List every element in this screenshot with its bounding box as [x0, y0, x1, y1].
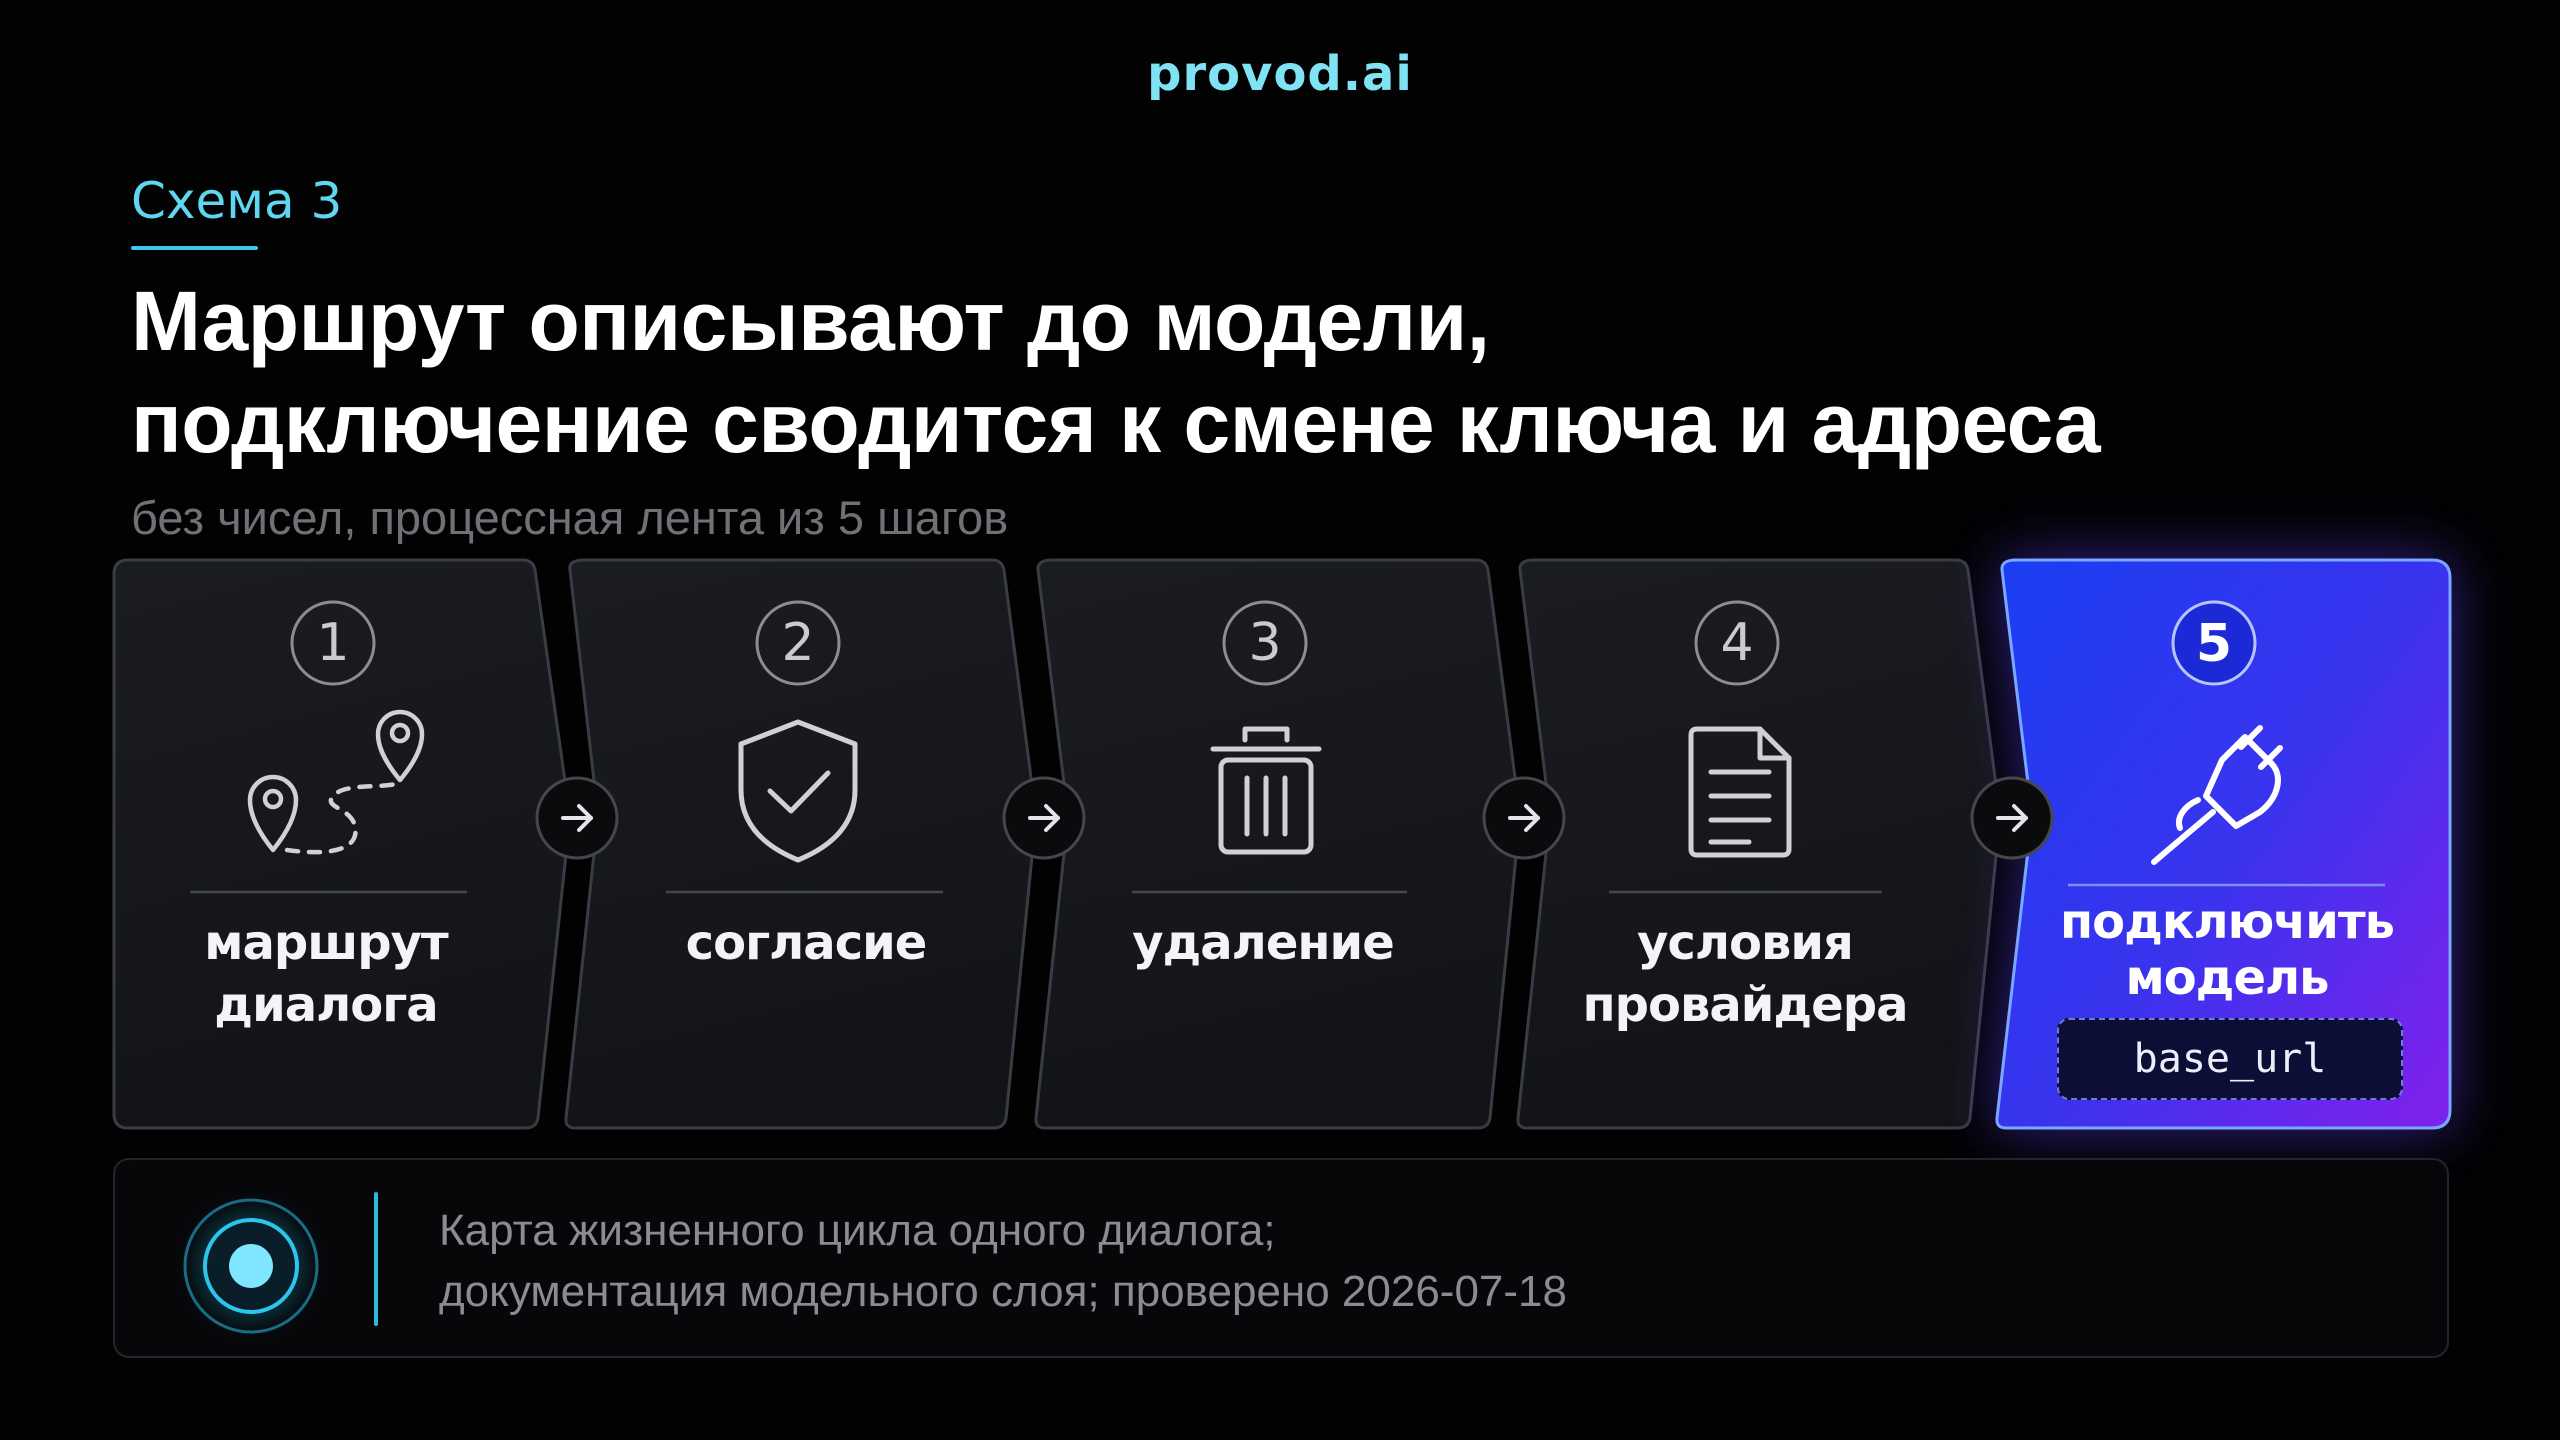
- step-label-1: маршрут диалога: [146, 912, 506, 1036]
- shield-check-icon: [738, 719, 858, 863]
- kicker-underline: [131, 246, 258, 250]
- connector-1: [535, 776, 619, 860]
- step-label-3: удаление: [1083, 912, 1443, 974]
- diagram-kicker: Схема 3: [131, 172, 343, 230]
- connector-3: [1482, 776, 1566, 860]
- step-number-2: 2: [781, 613, 814, 673]
- step-label-2-line-1: согласие: [685, 915, 928, 971]
- step-number-badge-5: [2171, 600, 2257, 686]
- trash-icon: [1210, 726, 1322, 855]
- brand-logo: provod.ai: [1147, 46, 1413, 102]
- step-number-5: 5: [2196, 614, 2232, 674]
- step-number-badge-3: [1222, 600, 1308, 686]
- step-number-4: 4: [1720, 613, 1753, 673]
- step-label-2: согласие: [626, 912, 986, 974]
- step-card-4: 4: [1516, 558, 2002, 1130]
- step-label-4-line-2: провайдера: [1582, 977, 1909, 1033]
- page-title: Маршрут описывают до модели, подключение…: [131, 270, 2431, 474]
- step-label-3-line-1: удаление: [1132, 915, 1395, 971]
- page-subtitle: без чисел, процессная лента из 5 шагов: [131, 491, 1009, 544]
- footer-note: Карта жизненного цикла одного диалога; д…: [113, 1158, 2449, 1358]
- plug-icon: [2151, 725, 2283, 865]
- document-icon: [1688, 726, 1792, 858]
- connector-2: [1002, 776, 1086, 860]
- title-line-2: подключение сводится к смене ключа и адр…: [131, 376, 2101, 470]
- arrow-right-icon: [1028, 804, 1060, 832]
- footer-divider: [374, 1192, 378, 1326]
- step-label-1-line-1: маршрут: [204, 915, 448, 971]
- arrow-right-icon: [1508, 804, 1540, 832]
- step-label-1-line-2: диалога: [214, 977, 438, 1033]
- step-label-4: условия провайдера: [1565, 912, 1925, 1036]
- step-number-badge-4: [1694, 600, 1780, 686]
- step-number-1: 1: [316, 613, 349, 673]
- step-number-badge-2: [755, 600, 841, 686]
- step-label-5-line-2: модель: [2125, 950, 2329, 1006]
- step-card-1: 1: [112, 558, 572, 1130]
- step-label-4-line-1: условия: [1637, 915, 1854, 971]
- target-dot-icon: [183, 1198, 319, 1334]
- footer-line-1: Карта жизненного цикла одного диалога;: [439, 1206, 1276, 1255]
- step-number-3: 3: [1248, 613, 1281, 673]
- footer-line-2: документация модельного слоя; проверено …: [439, 1267, 1567, 1316]
- footer-text: Карта жизненного цикла одного диалога; д…: [439, 1200, 1567, 1322]
- step-card-2: 2: [564, 558, 1038, 1130]
- step-label-5: подключить модель: [2047, 894, 2407, 1006]
- base-url-code: base_url: [2057, 1018, 2403, 1100]
- connector-4: [1970, 776, 2054, 860]
- title-line-1: Маршрут описывают до модели,: [131, 274, 1490, 368]
- arrow-right-icon: [561, 804, 593, 832]
- step-number-badge-1: [290, 600, 376, 686]
- step-label-5-line-1: подключить: [2059, 894, 2395, 950]
- step-card-3: 3: [1034, 558, 1522, 1130]
- arrow-right-icon: [1996, 804, 2028, 832]
- route-pins-icon: [247, 709, 425, 855]
